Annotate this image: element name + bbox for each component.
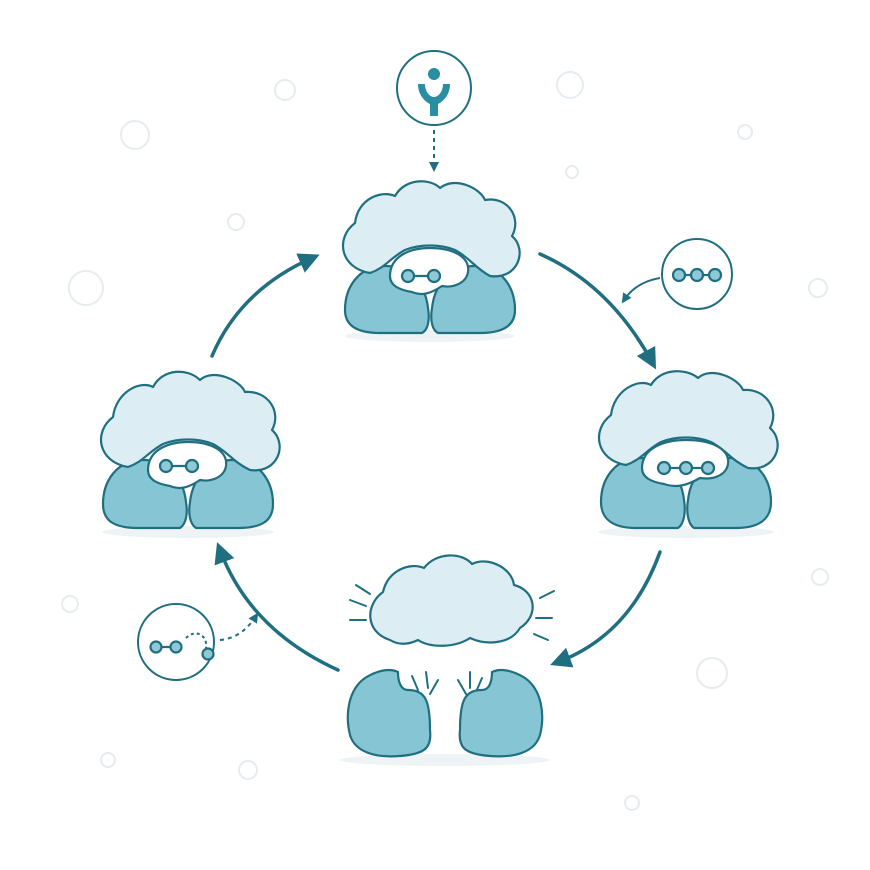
arrow-top-to-right <box>538 252 657 370</box>
stage-right-complex <box>597 370 779 538</box>
arrow-left-to-top <box>210 253 320 358</box>
ligand-bead <box>678 460 694 476</box>
ligand-bead <box>656 460 672 476</box>
bubble <box>61 595 79 613</box>
bubble <box>100 752 116 768</box>
ligand-bead <box>184 458 200 474</box>
solid-connector <box>621 277 661 304</box>
bubble <box>274 79 296 101</box>
bubble <box>696 657 728 689</box>
release-burst <box>349 584 555 695</box>
bubble <box>565 165 579 179</box>
arrow-right-to-bottom <box>550 550 662 668</box>
regulatory-cap <box>597 370 779 470</box>
bubble <box>556 71 584 99</box>
bubble <box>120 120 150 150</box>
lobe-right-released <box>458 668 544 758</box>
released-cap <box>369 554 534 647</box>
bubble <box>811 568 829 586</box>
stage-top-complex <box>341 180 521 342</box>
bubble <box>737 124 753 140</box>
cycle-arrows <box>210 252 662 672</box>
bubble <box>68 270 104 306</box>
bubble <box>238 760 258 780</box>
bubble <box>624 795 640 811</box>
bubble <box>227 213 245 231</box>
callout-right-substrate <box>621 238 733 310</box>
bubble <box>808 278 828 298</box>
stage-left-complex <box>99 370 281 538</box>
arrow-bottom-to-left <box>214 542 340 672</box>
three-bead-chain-icon <box>671 267 723 283</box>
stage-bottom-dissociated <box>340 554 555 766</box>
ligand-bead <box>158 458 174 474</box>
inhibitor-icon <box>418 68 450 116</box>
background-bubbles <box>61 71 829 811</box>
ligand-three-bead <box>656 460 716 476</box>
lobe-left-released <box>346 668 432 758</box>
regulatory-cap <box>341 180 521 278</box>
ligand-bead <box>700 460 716 476</box>
callout-left-release <box>137 603 259 681</box>
ligand-two-bead <box>400 268 442 284</box>
regulatory-cap <box>99 370 281 472</box>
bead-release-icon <box>149 632 215 661</box>
ligand-bead <box>426 268 442 284</box>
callout-top-inhibitor <box>396 50 472 172</box>
ligand-bead <box>400 268 416 284</box>
stage-shadow <box>340 754 550 766</box>
ligand-two-bead <box>158 458 200 474</box>
dashed-connector <box>219 612 259 641</box>
callout-circle <box>396 50 472 126</box>
